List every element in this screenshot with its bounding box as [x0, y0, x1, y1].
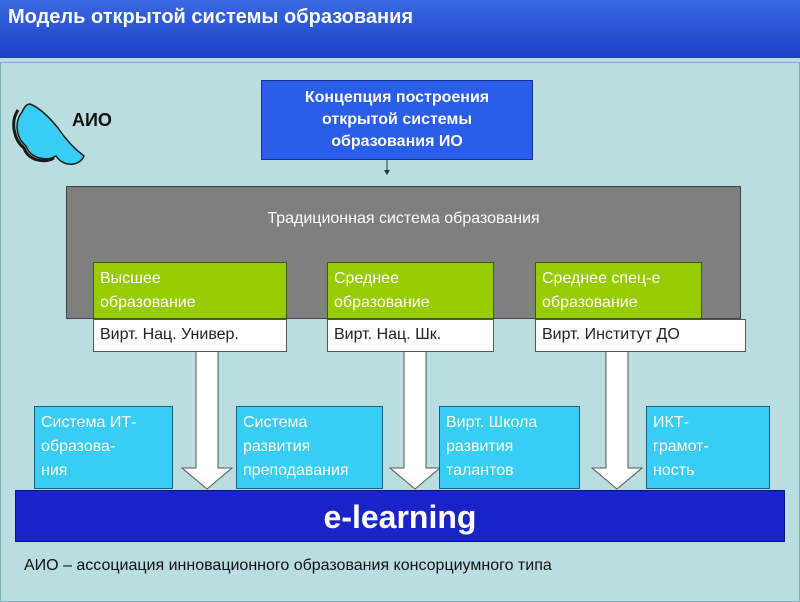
concept-line-2: открытой системы: [322, 111, 472, 128]
block-arrow-2: [388, 350, 442, 490]
footnote: АИО – ассоциация инновационного образова…: [24, 557, 552, 574]
elearning-bar: e-learning: [15, 490, 785, 542]
system-ict-literacy: ИКТ- грамот- ность: [646, 406, 770, 489]
system-talent-school: Вирт. Школа развития талантов: [439, 406, 580, 489]
level-label-line-1: Высшее: [100, 270, 161, 287]
system-line-3: талантов: [446, 462, 514, 479]
level-secondary: Среднее образование: [327, 262, 494, 319]
aio-label: АИО: [72, 110, 112, 130]
system-line-1: Система: [243, 414, 308, 431]
system-line-2: образова-: [41, 438, 116, 455]
traditional-system-label: Традиционная система образования: [267, 210, 540, 227]
block-arrow-1: [180, 350, 234, 490]
system-line-1: Система ИТ-: [41, 414, 137, 431]
cloud-icon: [12, 103, 85, 165]
level-label-line-1: Среднее: [334, 270, 399, 287]
system-line-3: ность: [653, 462, 695, 479]
virtual-school: Вирт. Нац. Шк.: [327, 319, 494, 352]
system-teaching-development: Система развития преподавания: [236, 406, 383, 489]
system-line-3: преподавания: [243, 462, 349, 479]
system-line-1: ИКТ-: [653, 414, 689, 431]
title-bar: Модель открытой системы образования: [0, 0, 800, 58]
system-line-2: грамот-: [653, 438, 709, 455]
system-line-1: Вирт. Школа: [446, 414, 538, 431]
level-label-line-2: образование: [334, 294, 430, 311]
block-arrow-3: [590, 350, 644, 490]
system-line-2: развития: [243, 438, 311, 455]
level-label-line-2: образование: [100, 294, 196, 311]
concept-line-1: Концепция построения: [304, 89, 490, 106]
virtual-university: Вирт. Нац. Универ.: [93, 319, 287, 352]
system-it-education: Система ИТ- образова- ния: [34, 406, 173, 489]
level-label-line-1: Среднее спец-е: [542, 270, 661, 287]
system-line-3: ния: [41, 462, 68, 479]
level-vocational: Среднее спец-е образование: [535, 262, 702, 319]
virtual-institute: Вирт. Институт ДО: [535, 319, 746, 352]
system-line-2: развития: [446, 438, 514, 455]
concept-box: Концепция построения открытой системы об…: [261, 80, 533, 160]
concept-line-3: образования ИО: [331, 133, 463, 150]
page-title: Модель открытой системы образования: [8, 6, 414, 28]
concept-arrow-head: [384, 170, 390, 175]
level-label-line-2: образование: [542, 294, 638, 311]
level-higher: Высшее образование: [93, 262, 287, 319]
